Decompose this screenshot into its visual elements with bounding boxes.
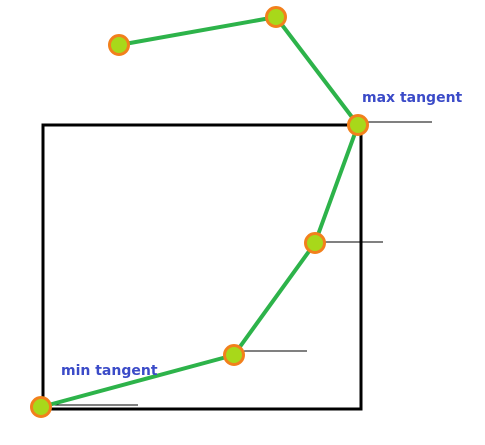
node [304,232,326,254]
node [347,114,369,136]
curve-polyline [40,15,360,409]
max-tangent-label: max tangent [362,90,463,106]
tangent-ticks [40,121,432,406]
nodes [30,6,369,418]
node [265,6,287,28]
bounding-box [41,123,363,411]
node [30,396,52,418]
min-tangent-label: min tangent [61,363,158,379]
node [223,344,245,366]
node [108,34,130,56]
